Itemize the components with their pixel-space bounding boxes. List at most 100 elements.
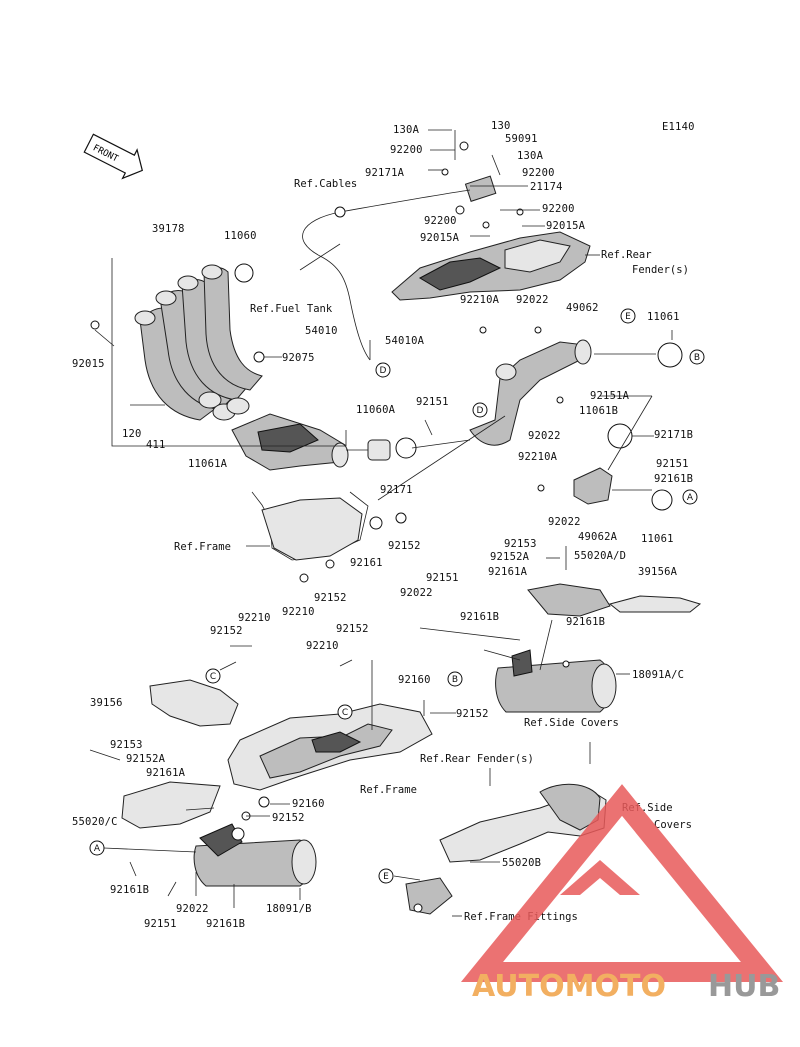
label-92161B: 92161B <box>654 473 693 485</box>
label-92153: 92153 <box>504 538 537 550</box>
label-92015: 92015 <box>72 358 105 370</box>
label-92152: 92152 <box>272 812 305 824</box>
exhaust-headers <box>134 264 263 421</box>
mid-pipe <box>469 339 683 511</box>
watermark-text-auto: AUTOMOTO <box>472 969 666 1004</box>
label-92160: 92160 <box>292 798 325 810</box>
label-11061: 11061 <box>641 533 674 545</box>
label-92200: 92200 <box>424 215 457 227</box>
callout-b: B <box>452 675 458 685</box>
heat-shield-39156 <box>149 679 239 727</box>
part-labels: 130A 130 59091 92200 130A 92171A 92200 R… <box>72 120 693 930</box>
callout-c: C <box>342 708 348 718</box>
label-92210: 92210 <box>238 612 271 624</box>
label-92015A: 92015A <box>420 232 460 244</box>
label-92151A: 92151A <box>590 390 630 402</box>
callout-a: A <box>94 844 101 854</box>
label-11060A: 11060A <box>356 404 396 416</box>
label-92152A: 92152A <box>490 551 530 563</box>
label-92171A: 92171A <box>365 167 405 179</box>
label-59091: 59091 <box>505 133 538 145</box>
cable <box>302 211 371 361</box>
callout-e: E <box>383 872 389 882</box>
label-18091-B: 18091/B <box>266 903 312 915</box>
label-54010A: 54010A <box>385 335 425 347</box>
label-39178: 39178 <box>152 223 185 235</box>
label-11061A: 11061A <box>188 458 228 470</box>
gasket-11060A <box>367 439 391 461</box>
label-92200: 92200 <box>390 144 423 156</box>
ref-side-covers-2b: Covers <box>654 819 692 831</box>
label-39156: 39156 <box>90 697 123 709</box>
label-92161B: 92161B <box>566 616 605 628</box>
label-39156A: 39156A <box>638 566 678 578</box>
label-92161A: 92161A <box>146 767 186 779</box>
label-130A: 130A <box>517 150 544 162</box>
label-92161: 92161 <box>350 557 383 569</box>
label-92161B: 92161B <box>110 884 149 896</box>
label-92152: 92152 <box>456 708 489 720</box>
label-92152: 92152 <box>336 623 369 635</box>
heat-shield-39156A <box>608 595 702 613</box>
callout-d: D <box>477 406 484 416</box>
label-92210: 92210 <box>306 640 339 652</box>
label-92200: 92200 <box>522 167 555 179</box>
label-92152: 92152 <box>314 592 347 604</box>
label-92153: 92153 <box>110 739 143 751</box>
label-92152A: 92152A <box>126 753 166 765</box>
ref-frame: Ref.Frame <box>174 541 231 553</box>
rear-fender-lower <box>405 783 607 915</box>
label-18091A-C: 18091A/C <box>632 669 684 681</box>
collector-pipe <box>231 413 349 471</box>
label-92022: 92022 <box>400 587 433 599</box>
label-55020A-D: 55020A/D <box>574 550 626 562</box>
label-11061B: 11061B <box>579 405 618 417</box>
frame-section-mid <box>261 497 363 561</box>
label-49062A: 49062A <box>578 531 618 543</box>
heat-shield-55020A <box>527 583 611 617</box>
label-55020B: 55020B <box>502 857 541 869</box>
label-92015A: 92015A <box>546 220 586 232</box>
label-92022: 92022 <box>516 294 549 306</box>
callout-b: B <box>694 353 700 363</box>
lower-frame <box>227 703 433 791</box>
diagram-code: E1140 <box>662 121 695 133</box>
label-92151: 92151 <box>144 918 177 930</box>
ref-rear-fender: Ref.Rear <box>601 249 652 261</box>
label-92160: 92160 <box>398 674 431 686</box>
callout-e: E <box>625 312 631 322</box>
muffler-left <box>193 823 317 887</box>
label-92210A: 92210A <box>518 451 558 463</box>
label-92152: 92152 <box>388 540 421 552</box>
label-130A: 130A <box>393 124 420 136</box>
label-92152: 92152 <box>210 625 243 637</box>
label-21174: 21174 <box>530 181 563 193</box>
ref-rear-fender-s: Ref.Rear Fender(s) <box>420 753 534 765</box>
label-92210: 92210 <box>282 606 315 618</box>
label-92161A: 92161A <box>488 566 528 578</box>
label-120: 120 <box>122 428 142 440</box>
label-92022: 92022 <box>528 430 561 442</box>
watermark-logo: AUTOMOTO HUB <box>460 784 784 1004</box>
callout-d: D <box>380 366 387 376</box>
callout-a: A <box>687 493 694 503</box>
ref-fuel-tank: Ref.Fuel Tank <box>250 303 333 315</box>
callout-c: C <box>210 672 216 682</box>
label-55020-C: 55020/C <box>72 816 118 828</box>
label-92022: 92022 <box>176 903 209 915</box>
label-92022: 92022 <box>548 516 581 528</box>
label-411: 411 <box>146 439 166 451</box>
watermark-text-hub: HUB <box>708 969 780 1004</box>
label-92075: 92075 <box>282 352 315 364</box>
ref-rear-fender-2: Fender(s) <box>632 264 689 276</box>
front-arrow-icon: FRONT <box>83 133 144 180</box>
label-92151: 92151 <box>426 572 459 584</box>
label-92171: 92171 <box>380 484 413 496</box>
label-92200: 92200 <box>542 203 575 215</box>
label-11061: 11061 <box>647 311 680 323</box>
leader-lines <box>89 129 673 917</box>
rear-fender-bracket <box>391 175 591 301</box>
label-92151: 92151 <box>416 396 449 408</box>
